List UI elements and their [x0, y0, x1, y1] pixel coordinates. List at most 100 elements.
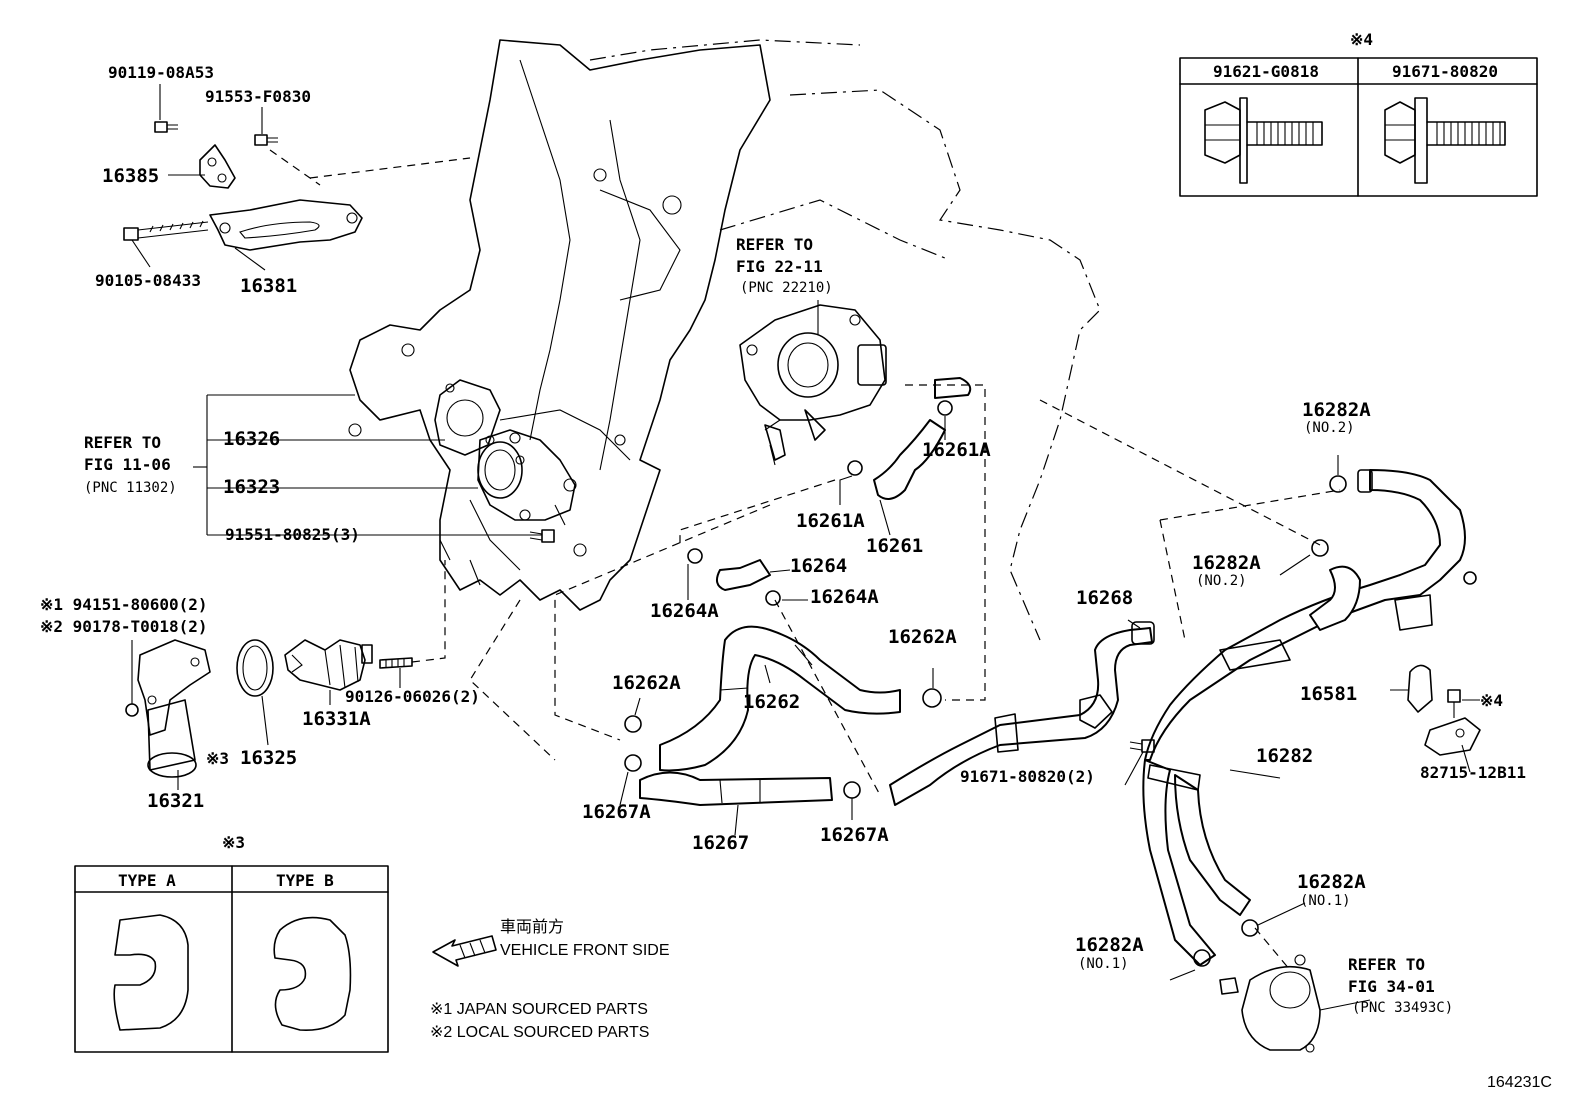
- bolt-90119-08A53: [154, 121, 178, 133]
- label-91551-80825: 91551-80825(3): [225, 525, 360, 544]
- dash-stud-engine: [411, 560, 446, 663]
- hose-16267: [639, 771, 833, 806]
- ref2-line2: FIG 22-11: [736, 257, 823, 276]
- engine-block-outline-2: [719, 199, 951, 261]
- type-a-gasket-shape: [113, 914, 189, 1031]
- label-16261A-b: 16261A: [796, 510, 865, 532]
- label-16267A-a: 16267A: [582, 801, 651, 823]
- label-82715-12B11: 82715-12B11: [1420, 763, 1526, 782]
- label-no1-a: (NO.1): [1300, 893, 1351, 909]
- label-90119-08A53: 90119-08A53: [108, 63, 214, 82]
- label-94151-80600: ※1 94151-80600(2): [40, 595, 208, 614]
- oil-cooler: [1219, 954, 1321, 1053]
- label-91553-F0830: 91553-F0830: [205, 87, 311, 106]
- ref1-line1: REFER TO: [84, 433, 161, 452]
- label-16331A: 16331A: [302, 708, 371, 730]
- label-16381: 16381: [240, 275, 297, 297]
- ref3-line2: FIG 34-01: [1348, 977, 1435, 996]
- direction-jp: 車両前方: [500, 918, 564, 936]
- dash-bracket-engine: [309, 157, 471, 179]
- label-90126-06026: 90126-06026(2): [345, 687, 480, 706]
- clamp-16581: [1407, 664, 1461, 718]
- ref1-line3: (PNC 11302): [84, 480, 177, 496]
- hose-16282: [1142, 469, 1466, 966]
- hose-16262: [659, 625, 901, 772]
- label-16267: 16267: [692, 832, 749, 854]
- leader-lines: [131, 84, 1480, 1011]
- label-16323: 16323: [223, 476, 280, 498]
- label-90105-08433: 90105-08433: [95, 271, 201, 290]
- water-inlet-16323: [477, 429, 577, 521]
- label-16581: 16581: [1300, 683, 1357, 705]
- bolt-table-col2: 91671-80820: [1392, 62, 1498, 81]
- label-16325: 16325: [240, 747, 297, 769]
- type-table: ※3 TYPE A TYPE B: [74, 833, 389, 1053]
- engine-block-outline: [789, 89, 1101, 641]
- label-no2-a: (NO.2): [1304, 420, 1355, 436]
- label-16264A-b: 16264A: [810, 586, 879, 608]
- label-16326: 16326: [223, 428, 280, 450]
- label-16282A-c: 16282A: [1297, 871, 1366, 893]
- hose-16261: [873, 377, 972, 500]
- bolt-table-mark: ※4: [1350, 30, 1373, 49]
- bolt-91621-G0818-drawing: [1204, 97, 1323, 184]
- engine-timing-cover: [348, 39, 771, 611]
- type-table-col2: TYPE B: [276, 871, 334, 890]
- label-16282A-a: 16282A: [1302, 399, 1371, 421]
- hose-16264: [715, 559, 771, 591]
- throttle-body: [739, 304, 887, 466]
- bolt-91671-80820-drawing: [1384, 97, 1506, 184]
- bolt-91551-80825: [529, 529, 555, 543]
- note-japan-sourced: ※1 JAPAN SOURCED PARTS: [430, 1001, 648, 1018]
- label-16282A-d: 16282A: [1075, 934, 1144, 956]
- label-16262: 16262: [743, 691, 800, 713]
- type-table-col1: TYPE A: [118, 871, 176, 890]
- type-table-mark: ※3: [222, 833, 245, 852]
- notes: ※1 JAPAN SOURCED PARTS ※2 LOCAL SOURCED …: [430, 1001, 649, 1041]
- part-labels: 90119-08A53 91553-F0830 16385 90105-0843…: [40, 63, 1526, 1016]
- nut-94151: [125, 703, 139, 717]
- ref2-line3: (PNC 22210): [740, 280, 833, 296]
- ref3-line3: (PNC 33493C): [1352, 1000, 1453, 1016]
- label-16261A-a: 16261A: [922, 439, 991, 461]
- gasket-16326: [434, 379, 501, 456]
- label-90178-T0018: ※2 90178-T0018(2): [40, 617, 208, 636]
- ref3-line1: REFER TO: [1348, 955, 1425, 974]
- label-no2-b: (NO.2): [1196, 573, 1247, 589]
- figure-id: 164231C: [1487, 1074, 1552, 1091]
- ref1-line2: FIG 11-06: [84, 455, 171, 474]
- bracket-16385: [199, 144, 236, 189]
- dash-bolt-bracket: [269, 149, 321, 186]
- label-16267A-b: 16267A: [820, 824, 889, 846]
- label-16268: 16268: [1076, 587, 1133, 609]
- gasket-16325: [236, 639, 274, 697]
- label-16282A-b: 16282A: [1192, 552, 1261, 574]
- mark3-16325: ※3: [206, 749, 229, 768]
- label-16262A-a: 16262A: [888, 626, 957, 648]
- direction-en: VEHICLE FRONT SIDE: [500, 942, 670, 959]
- label-16321: 16321: [147, 790, 204, 812]
- bolt-91553-F0830: [254, 134, 278, 146]
- label-16264: 16264: [790, 555, 847, 577]
- water-outlet-16321: [137, 639, 211, 778]
- label-91671-80820: 91671-80820(2): [960, 767, 1095, 786]
- engine-block-outline-3: [589, 39, 861, 61]
- label-16264A-a: 16264A: [650, 600, 719, 622]
- note-local-sourced: ※2 LOCAL SOURCED PARTS: [430, 1024, 649, 1041]
- mark4-16581: ※4: [1480, 691, 1503, 710]
- label-16262A-b: 16262A: [612, 672, 681, 694]
- vehicle-front-arrow: 車両前方 VEHICLE FRONT SIDE: [432, 918, 670, 967]
- thermostat-16331A: [284, 639, 373, 691]
- bracket-82715-12B11: [1424, 717, 1481, 756]
- bolt-table: ※4 91621-G0818 91671-80820: [1179, 30, 1538, 197]
- type-b-gasket-shape: [273, 916, 352, 1032]
- dashed-routes: [469, 384, 1341, 971]
- bracket-16381: [209, 199, 363, 251]
- stud-90126-06026: [379, 657, 413, 669]
- label-16385: 16385: [102, 165, 159, 187]
- hose-16268: [889, 621, 1155, 806]
- bolt-91671-80820: [1129, 739, 1155, 753]
- ref2-line1: REFER TO: [736, 235, 813, 254]
- label-16282: 16282: [1256, 745, 1313, 767]
